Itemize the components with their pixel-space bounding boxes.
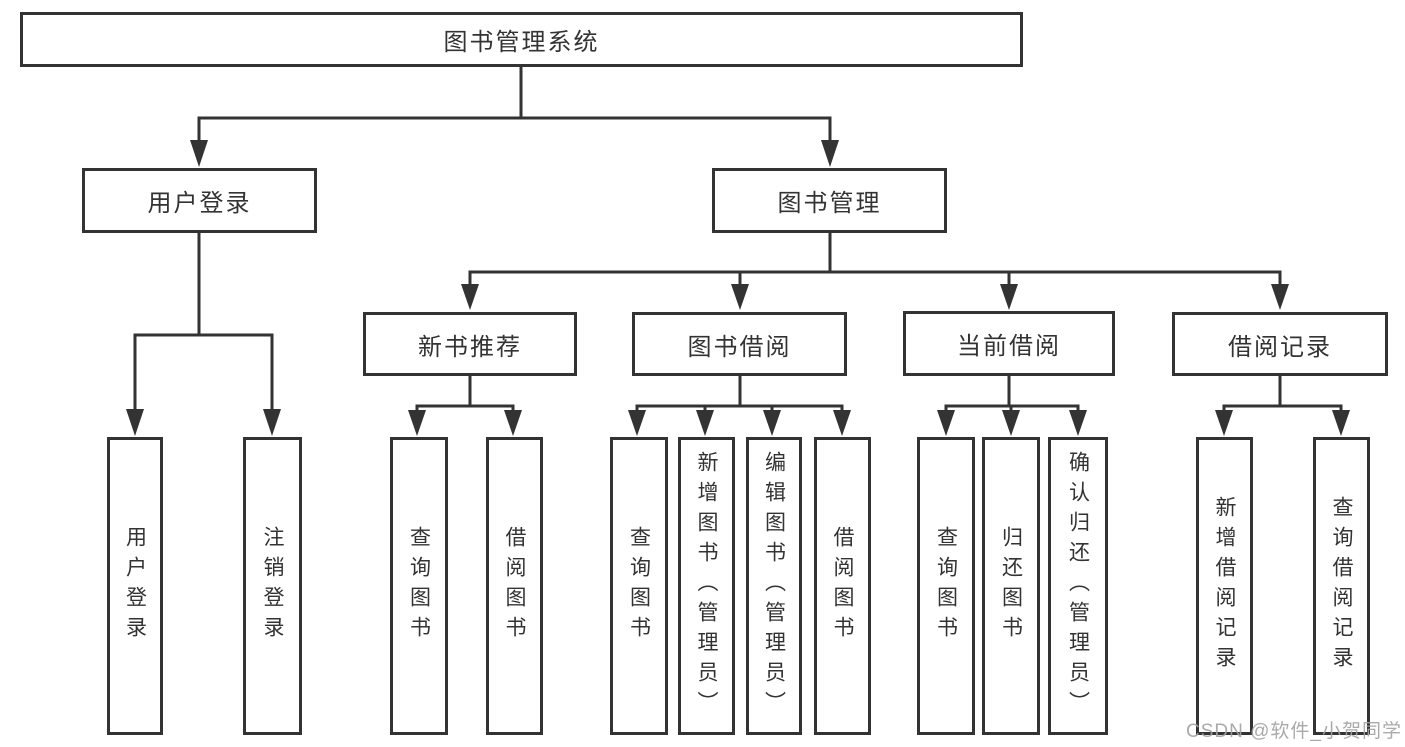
- node-user-login: 用户登录: [82, 168, 317, 233]
- leaf-borrow-books-recommend: 借阅图书: [486, 437, 543, 735]
- leaf-label: 归还图书: [999, 526, 1023, 646]
- node-new-book-recommend: 新书推荐: [363, 312, 577, 376]
- leaf-label: 查询图书: [934, 526, 958, 646]
- node-borrow-records: 借阅记录: [1172, 312, 1388, 376]
- connector-records-to-leaves: [1215, 376, 1350, 436]
- leaf-add-borrow-record: 新增借阅记录: [1196, 437, 1253, 735]
- leaf-label: 查询图书: [407, 526, 431, 646]
- leaf-query-books-current: 查询图书: [917, 437, 975, 735]
- node-book-management: 图书管理: [712, 168, 947, 233]
- leaf-query-borrow-record: 查询借阅记录: [1313, 437, 1370, 735]
- connector-newbooks-to-leaves: [408, 376, 522, 436]
- leaf-query-books-recommend: 查询图书: [390, 437, 448, 735]
- leaf-label: 编辑图书（管理员）: [762, 451, 786, 721]
- leaf-borrow-books: 借阅图书: [814, 437, 871, 735]
- leaf-edit-books-admin: 编辑图书（管理员）: [746, 437, 802, 735]
- leaf-label: 新增图书（管理员）: [695, 451, 718, 721]
- leaf-label: 查询图书: [627, 526, 651, 646]
- node-book-borrow: 图书借阅: [632, 312, 847, 376]
- leaf-query-books-borrow: 查询图书: [610, 437, 668, 735]
- leaf-label: 查询借阅记录: [1330, 496, 1353, 676]
- connector-bookmgmt-to-level3: [461, 233, 1289, 310]
- node-current-borrow: 当前借阅: [903, 311, 1115, 376]
- leaf-label: 用户登录: [123, 526, 147, 646]
- connector-current-to-leaves: [937, 376, 1087, 436]
- node-label: 新书推荐: [418, 333, 522, 361]
- node-label: 图书管理系统: [443, 29, 600, 56]
- leaf-label: 借阅图书: [503, 526, 526, 646]
- leaf-label: 确认归还（管理员）: [1066, 451, 1090, 721]
- node-label: 当前借阅: [957, 333, 1061, 360]
- connector-userlogin-to-leaves: [126, 233, 281, 436]
- connector-borrow-to-leaves: [628, 376, 851, 436]
- leaf-logout: 注销登录: [243, 437, 302, 735]
- node-label: 借阅记录: [1228, 333, 1332, 361]
- leaf-add-books-admin: 新增图书（管理员）: [678, 437, 735, 735]
- connector-root-to-level2: [190, 67, 839, 167]
- node-label: 图书管理: [777, 190, 882, 217]
- node-system-root: 图书管理系统: [20, 12, 1023, 67]
- leaf-label: 借阅图书: [831, 526, 854, 646]
- leaf-confirm-return-admin: 确认归还（管理员）: [1048, 437, 1108, 735]
- leaf-return-books: 归还图书: [982, 437, 1040, 735]
- leaf-user-login: 用户登录: [107, 437, 163, 735]
- csdn-watermark: CSDN @软件_小贺同学: [1186, 721, 1402, 742]
- node-label: 图书借阅: [687, 333, 792, 361]
- leaf-label: 新增借阅记录: [1213, 496, 1236, 676]
- leaf-label: 注销登录: [261, 526, 284, 646]
- node-label: 用户登录: [147, 190, 252, 217]
